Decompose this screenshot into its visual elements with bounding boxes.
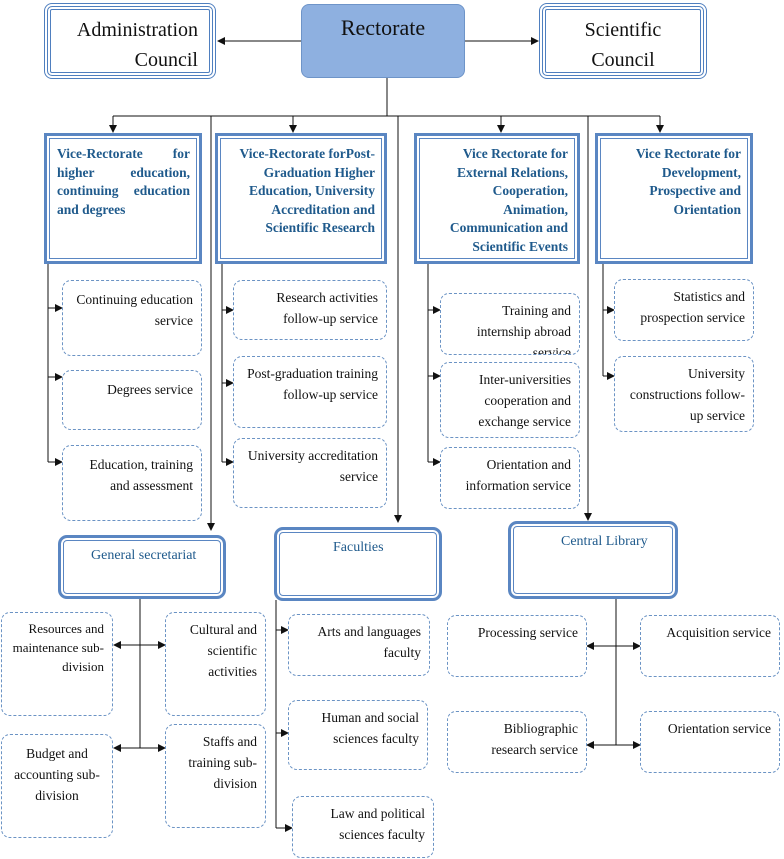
unit-label: Arts and languages faculty (317, 624, 421, 660)
service-label: University constructions follow-up servi… (629, 366, 745, 423)
central-library-label: Central Library (561, 534, 648, 549)
service-label: Degrees service (107, 382, 193, 397)
rectorate-label: Rectorate (340, 15, 426, 40)
general-secretariat-box: General secretariat (58, 535, 226, 599)
service-label: Continuing education service (76, 292, 193, 328)
service-statistics-prospection: Statistics and prospection service (614, 279, 754, 341)
service-university-constructions: University constructions follow-up servi… (614, 356, 754, 432)
unit-label: Resources and maintenance sub-division (12, 621, 104, 674)
vice-rectorate-development: Vice Rectorate for Development, Prospect… (595, 133, 753, 264)
unit-label: Processing service (477, 625, 578, 640)
vice-rectorate-3-label: Vice Rectorate for External Relations, C… (449, 146, 568, 254)
administration-council-box: Administration Council (44, 3, 216, 79)
service-degrees: Degrees service (62, 370, 202, 430)
administration-council-label: Administration Council (76, 19, 198, 71)
service-post-graduation-training: Post-graduation training follow-up servi… (233, 356, 387, 428)
service-label: Education, training and assessment (89, 457, 193, 493)
unit-label: Bibliographic research service (491, 721, 578, 757)
unit-label: Acquisition service (666, 625, 771, 640)
faculty-law-political-sciences: Law and political sciences faculty (292, 796, 434, 858)
service-label: Statistics and prospection service (640, 289, 745, 325)
unit-label: Staffs and training sub-division (188, 734, 257, 791)
unit-budget-accounting: Budget and accounting sub-division (1, 734, 113, 838)
general-secretariat-label: General secretariat (91, 548, 197, 563)
unit-label: Human and social sciences faculty (321, 710, 419, 746)
scientific-council-box: Scientific Council (539, 3, 707, 79)
faculties-label: Faculties (333, 540, 384, 555)
faculties-box: Faculties (274, 527, 442, 601)
service-label: Orientation and information service (465, 457, 571, 493)
service-continuing-education: Continuing education service (62, 280, 202, 356)
library-processing-service: Processing service (447, 615, 587, 677)
service-university-accreditation: University accreditation service (233, 438, 387, 508)
unit-staffs-training: Staffs and training sub-division (165, 724, 266, 828)
library-orientation-service: Orientation service (640, 711, 780, 773)
unit-label: Cultural and scientific activities (189, 622, 257, 679)
vice-rectorate-post-graduation: Vice-Rectorate forPost-Graduation Higher… (215, 133, 387, 264)
faculty-arts-languages: Arts and languages faculty (288, 614, 430, 676)
faculty-human-social-sciences: Human and social sciences faculty (288, 700, 428, 770)
service-inter-universities-cooperation: Inter-universities cooperation and excha… (440, 362, 580, 438)
unit-resources-maintenance: Resources and maintenance sub-division (1, 612, 113, 716)
library-bibliographic-research-service: Bibliographic research service (447, 711, 587, 773)
central-library-box: Central Library (508, 521, 678, 599)
vice-rectorate-2-label: Vice-Rectorate forPost-Graduation Higher… (239, 146, 375, 235)
scientific-council-label: Scientific Council (584, 19, 662, 71)
unit-label: Orientation service (667, 721, 771, 736)
unit-label: Budget and accounting sub-division (14, 746, 100, 803)
service-label: Post-graduation training follow-up servi… (247, 366, 378, 402)
service-label: Inter-universities cooperation and excha… (478, 372, 571, 429)
service-education-training: Education, training and assessment (62, 445, 202, 521)
service-training-internship-abroad: Training and internship abroad service (440, 293, 580, 355)
vice-rectorate-external-relations: Vice Rectorate for External Relations, C… (414, 133, 580, 264)
vice-rectorate-4-label: Vice Rectorate for Development, Prospect… (635, 146, 741, 217)
service-label: University accreditation service (247, 448, 378, 484)
unit-cultural-scientific-activities: Cultural and scientific activities (165, 612, 266, 716)
unit-label: Law and political sciences faculty (330, 806, 425, 842)
service-orientation-information: Orientation and information service (440, 447, 580, 509)
rectorate-box: Rectorate (301, 4, 465, 78)
service-label: Training and internship abroad service (476, 303, 571, 355)
vice-rectorate-higher-education: Vice-Rectorate for higher education, con… (44, 133, 202, 264)
service-research-activities: Research activities follow-up service (233, 280, 387, 340)
service-label: Research activities follow-up service (276, 290, 378, 326)
library-acquisition-service: Acquisition service (640, 615, 780, 677)
vice-rectorate-1-label: Vice-Rectorate for higher education, con… (57, 146, 190, 217)
